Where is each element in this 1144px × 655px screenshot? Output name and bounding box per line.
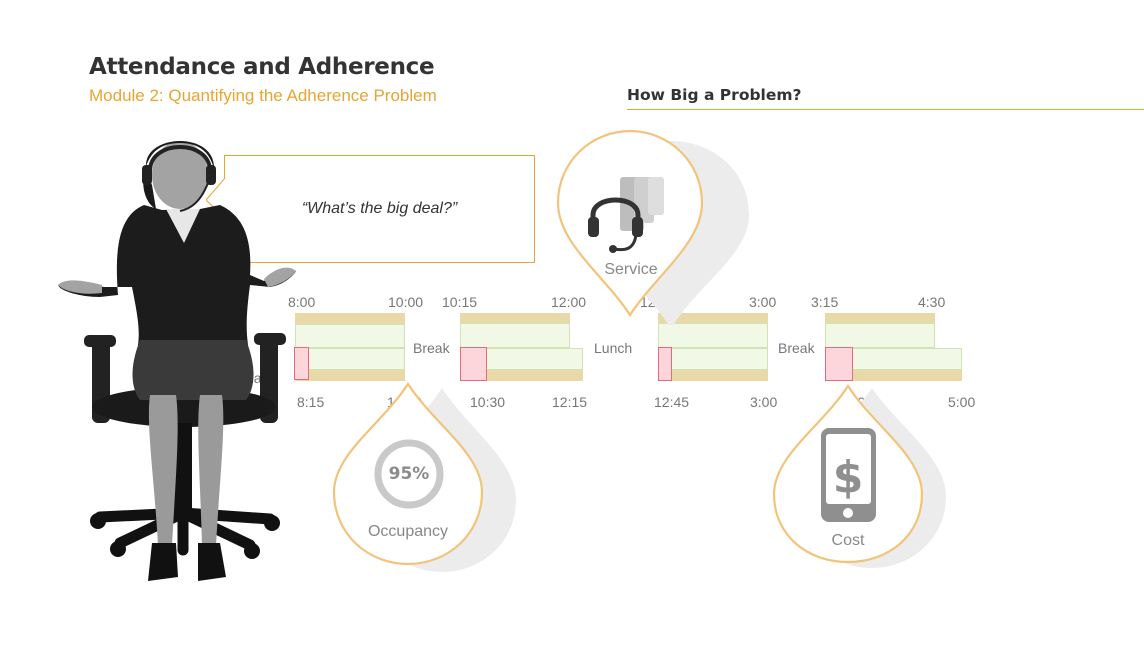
scheduled-time-label: 10:15 xyxy=(442,294,478,310)
section-divider xyxy=(627,109,1144,110)
scheduled-bar xyxy=(460,323,570,348)
dollar-phone-icon: $ xyxy=(821,428,876,522)
agent-figure xyxy=(58,141,296,581)
timeline-segment-4-bottom xyxy=(825,370,962,381)
agent-illustration xyxy=(58,141,296,581)
scheduled-time-label: 3:15 xyxy=(811,294,839,310)
actual-bar xyxy=(295,348,405,370)
actual-time-label: 8:15 xyxy=(297,394,325,410)
actual-time-label: 3:00 xyxy=(750,394,778,410)
late-start-marker xyxy=(460,347,487,381)
timeline-segment-3-bottom xyxy=(658,370,768,381)
svg-text:$: $ xyxy=(833,452,864,503)
timeline-segment-3-top xyxy=(658,313,768,323)
cost-label: Cost xyxy=(831,532,865,549)
actual-time-label: 12:45 xyxy=(654,394,690,410)
late-start-marker xyxy=(658,347,672,381)
scheduled-time-label: 12:00 xyxy=(551,294,587,310)
page-title: Attendance and Adherence xyxy=(89,54,435,80)
module-subtitle: Module 2: Quantifying the Adherence Prob… xyxy=(89,86,437,105)
late-start-marker xyxy=(825,347,853,381)
scheduled-time-label: 10:00 xyxy=(388,294,424,310)
headset-icon xyxy=(588,177,664,253)
actual-bar xyxy=(658,348,768,370)
timeline-segment-2-top xyxy=(460,313,570,323)
actual-time-label: 5:00 xyxy=(948,394,976,410)
timeline-segment-2-bottom xyxy=(460,370,583,381)
break-label: Break xyxy=(413,340,450,356)
service-label: Service xyxy=(604,261,658,278)
late-start-marker xyxy=(294,347,309,380)
speech-bubble: “What’s the big deal?” xyxy=(224,155,535,263)
scheduled-bar xyxy=(825,323,935,348)
occupancy-value: 95% xyxy=(388,464,430,484)
scheduled-time-label: 3:00 xyxy=(749,294,777,310)
scheduled-bar xyxy=(658,323,768,348)
actual-time-label: 12:15 xyxy=(552,394,588,410)
scheduled-time-label: 4:30 xyxy=(918,294,946,310)
section-title: How Big a Problem? xyxy=(627,86,802,104)
occupancy-label: Occupancy xyxy=(367,523,449,540)
scheduled-bar xyxy=(295,324,405,348)
break-label: Break xyxy=(778,340,815,356)
lunch-label: Lunch xyxy=(594,340,633,356)
actual-time-label: 10:30 xyxy=(470,394,506,410)
occupancy-gauge xyxy=(374,439,444,509)
cost-pin: $ xyxy=(772,383,946,568)
occupancy-pin xyxy=(332,381,516,572)
speech-quote: “What’s the big deal?” xyxy=(301,200,458,217)
scheduled-time-label: 8:00 xyxy=(288,294,316,310)
timeline-segment-4-top xyxy=(825,313,935,323)
service-pin xyxy=(556,129,749,325)
